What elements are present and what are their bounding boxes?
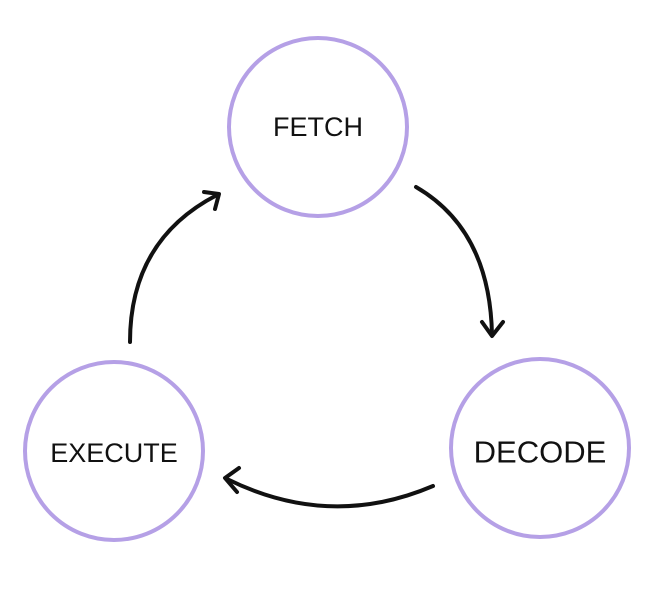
node-execute-circle	[23, 360, 205, 542]
arrow-fetch-to-decode-line	[414, 185, 494, 337]
arrow-fetch-to-decode-head	[480, 320, 505, 338]
node-execute-label: EXECUTE	[50, 438, 178, 468]
arrow-decode-to-execute	[223, 466, 435, 509]
arrow-execute-to-fetch	[128, 190, 221, 344]
node-fetch: FETCH	[227, 36, 409, 218]
arrow-decode-to-execute-line	[225, 477, 435, 509]
arrow-execute-to-fetch-head	[202, 190, 221, 211]
arrow-execute-to-fetch-line	[128, 193, 219, 344]
node-decode-label: DECODE	[474, 435, 607, 470]
node-fetch-circle	[227, 36, 409, 218]
node-execute: EXECUTE	[23, 360, 205, 542]
arrow-fetch-to-decode	[414, 185, 505, 338]
node-decode-circle	[449, 357, 631, 539]
node-decode: DECODE	[449, 357, 631, 539]
node-fetch-label: FETCH	[273, 112, 363, 142]
arrow-decode-to-execute-head	[223, 466, 241, 494]
